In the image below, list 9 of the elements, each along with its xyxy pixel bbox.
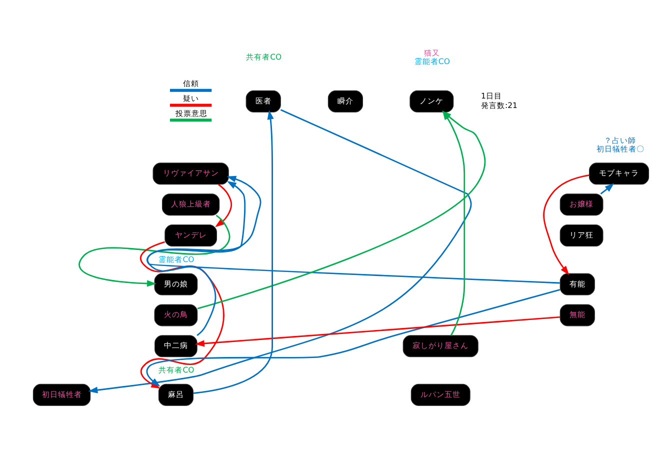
arrow xyxy=(146,288,560,387)
arrow xyxy=(78,214,230,287)
arrow xyxy=(146,181,560,284)
arrow xyxy=(194,316,560,347)
arrow xyxy=(193,110,274,394)
arrow xyxy=(600,183,614,194)
arrow xyxy=(146,176,262,336)
arrow xyxy=(215,184,232,228)
arrow xyxy=(543,174,590,276)
